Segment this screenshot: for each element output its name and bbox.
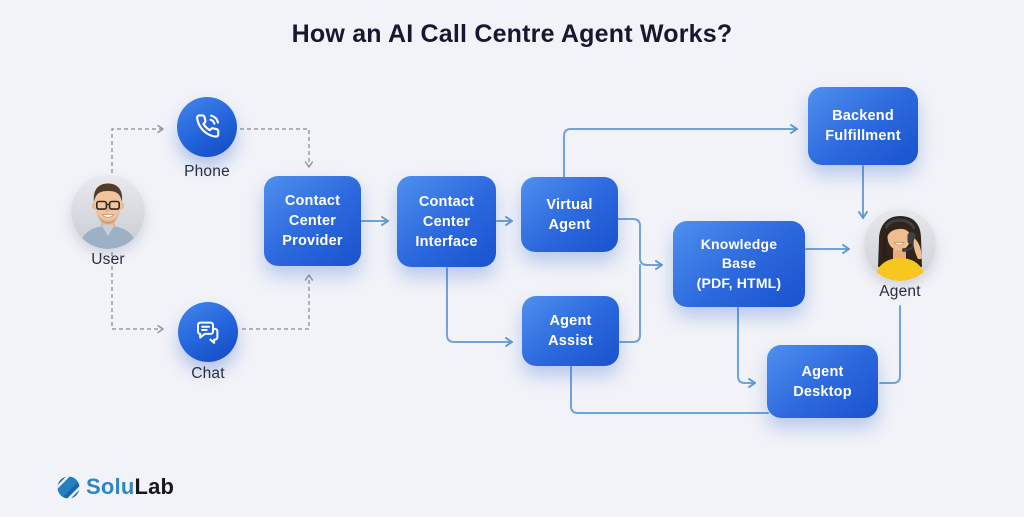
connector-agent-agent-desktop [879, 305, 901, 384]
logo-text: SoluLab [86, 474, 174, 500]
chat-label: Chat [191, 365, 225, 382]
page-title: How an AI Call Centre Agent Works? [291, 20, 733, 48]
box-line: Agent [801, 363, 844, 380]
box-line: Knowledge [700, 236, 778, 253]
chat-icon [197, 321, 219, 344]
agent-label: Agent [879, 283, 921, 300]
box-line: Agent [549, 313, 592, 329]
chat-node [178, 302, 238, 362]
box-line: Contact [284, 193, 341, 209]
box-line: Agent [548, 216, 591, 233]
connector-virtual-agent-backend [563, 124, 798, 178]
agent-desktop-box: Agent Desktop [767, 345, 878, 418]
solulab-logo: SoluLab [56, 474, 174, 500]
connector-interface-agent-assist [446, 267, 513, 347]
connector-phone-provider [240, 128, 314, 168]
phone-label: Phone [184, 163, 230, 180]
connector-virtual-agent-knowledge-base [617, 218, 663, 270]
user-avatar [71, 175, 145, 249]
solulab-logo-icon [57, 475, 80, 499]
box-line: Center [288, 213, 337, 229]
logo-text-lab: Lab [134, 474, 175, 499]
box-line: (PDF, HTML) [696, 274, 782, 291]
contact-center-interface-box: Contact Center Interface [397, 176, 496, 267]
user-label: User [91, 251, 125, 268]
box-line: Virtual [546, 196, 593, 213]
phone-node [177, 97, 237, 157]
logo-text-solu: Solu [86, 474, 135, 499]
connector-user-phone [111, 124, 164, 173]
agent-assist-box: Agent Assist [522, 296, 619, 366]
knowledge-base-box: Knowledge Base (PDF, HTML) [673, 221, 805, 307]
box-line: Assist [548, 333, 593, 349]
box-line: Desktop [793, 383, 852, 400]
agent-avatar [864, 209, 936, 281]
connector-chat-provider [242, 274, 314, 330]
contact-center-provider-box: Contact Center Provider [264, 176, 361, 266]
box-line: Interface [415, 233, 478, 250]
phone-icon [196, 114, 220, 138]
connector-agent-assist-agent-desktop [570, 366, 769, 414]
box-line: Provider [282, 233, 343, 249]
backend-fulfillment-box: Backend Fulfillment [808, 87, 918, 165]
box-line: Contact [418, 193, 475, 210]
box-line: Center [422, 213, 471, 230]
connector-agent-assist-knowledge-base [619, 264, 641, 343]
box-line: Base [721, 255, 757, 272]
box-line: Fulfillment [825, 128, 901, 144]
box-line: Backend [832, 108, 894, 124]
virtual-agent-box: Virtual Agent [521, 177, 618, 252]
connector-knowledge-base-agent-desktop [737, 307, 756, 388]
